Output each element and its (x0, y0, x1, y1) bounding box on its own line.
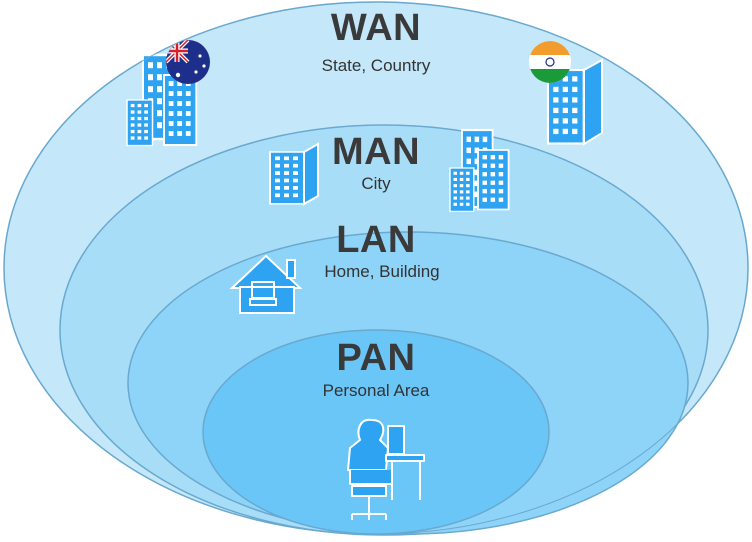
wan-subtitle: State, Country (321, 56, 431, 75)
lan-title: LAN (336, 219, 416, 261)
building-icon (546, 58, 603, 146)
house-computer-icon (229, 254, 303, 314)
man-title: MAN (331, 131, 421, 173)
pan-subtitle: Personal Area (322, 381, 430, 400)
india-flag-icon (529, 41, 571, 83)
outer-ring-highlight (3, 1, 749, 535)
man-subtitle: City (361, 174, 391, 193)
building-icon (269, 142, 319, 206)
wan-title: WAN (330, 7, 422, 49)
lan-subtitle: Home, Building (324, 262, 440, 281)
australia-flag-icon (166, 40, 210, 84)
pan-title: PAN (336, 337, 416, 379)
person-at-desk-icon (347, 418, 425, 520)
